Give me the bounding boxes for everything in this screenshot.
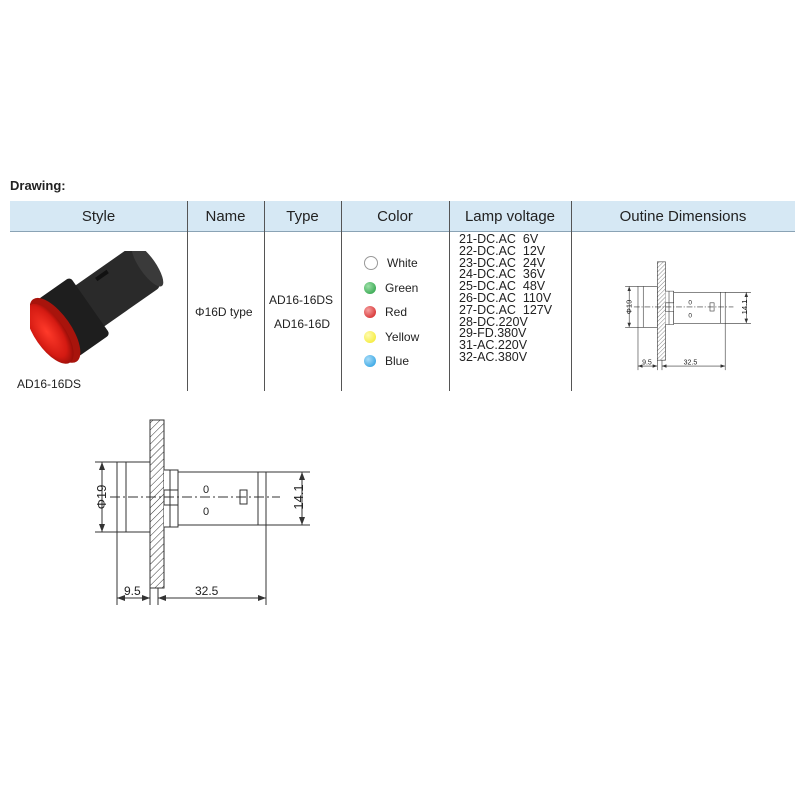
indicator-lamp-photo: [30, 251, 164, 364]
color-item-red: Red: [364, 300, 419, 325]
outline-drawing-large: Φ19 14.1 9.5 32.5 0 0: [94, 419, 310, 605]
product-name: Φ16D type: [195, 305, 253, 319]
diameter-label: Φ19: [94, 485, 109, 510]
blue-dot-icon: [364, 355, 376, 368]
style-caption: AD16-16DS: [17, 377, 82, 391]
color-item-white: White: [364, 251, 419, 276]
voltage-item: 21-DC.AC 6V: [459, 232, 539, 246]
voltage-item: 24-DC.AC 36V: [459, 267, 546, 282]
terminal-mark: 0: [203, 484, 209, 496]
voltage-item: 25-DC.AC 48V: [459, 279, 546, 294]
white-dot-icon: [364, 256, 378, 271]
type-0: AD16-16DS: [269, 293, 334, 307]
section-heading: Drawing:: [10, 178, 66, 193]
outline-drawing-small: [622, 256, 757, 376]
green-dot-icon: [364, 281, 376, 294]
voltage-item: 27-DC.AC 127V: [459, 302, 553, 317]
color-item-yellow: Yellow: [364, 325, 419, 350]
color-item-blue: Blue: [364, 349, 419, 374]
divider: [264, 201, 265, 391]
body-length-label: 32.5: [195, 584, 219, 598]
divider: [341, 201, 342, 391]
terminal-mark: 0: [203, 506, 209, 518]
voltage-item: 22-DC.AC 12V: [459, 243, 546, 258]
spec-table: Style Name Type Color Lamp voltage Outin…: [10, 201, 795, 391]
voltage-item: 26-DC.AC 110V: [459, 290, 552, 305]
height-label: 14.1: [291, 484, 306, 509]
header-outline-dimensions: Outine Dimensions: [571, 201, 795, 232]
voltage-item: 32-AC.380V: [459, 349, 528, 364]
divider: [449, 201, 450, 391]
front-length-label: 9.5: [124, 584, 141, 598]
type-1: AD16-16D: [274, 317, 331, 331]
color-item-green: Green: [364, 276, 419, 301]
header-color: Color: [341, 201, 449, 232]
yellow-dot-icon: [364, 330, 376, 343]
header-lamp-voltage: Lamp voltage: [449, 201, 571, 232]
divider: [187, 201, 188, 391]
divider: [571, 201, 572, 391]
voltage-item: 28-DC.220V: [459, 314, 528, 329]
header-type: Type: [264, 201, 341, 232]
voltage-item: 31-AC.220V: [459, 338, 528, 353]
voltage-item: 23-DC.AC 24V: [459, 255, 546, 270]
header-name: Name: [187, 201, 264, 232]
red-dot-icon: [364, 306, 376, 319]
voltage-item: 29-FD.380V: [459, 326, 527, 341]
color-list: White Green Red Yellow Blue: [364, 251, 419, 374]
header-style: Style: [10, 201, 187, 232]
